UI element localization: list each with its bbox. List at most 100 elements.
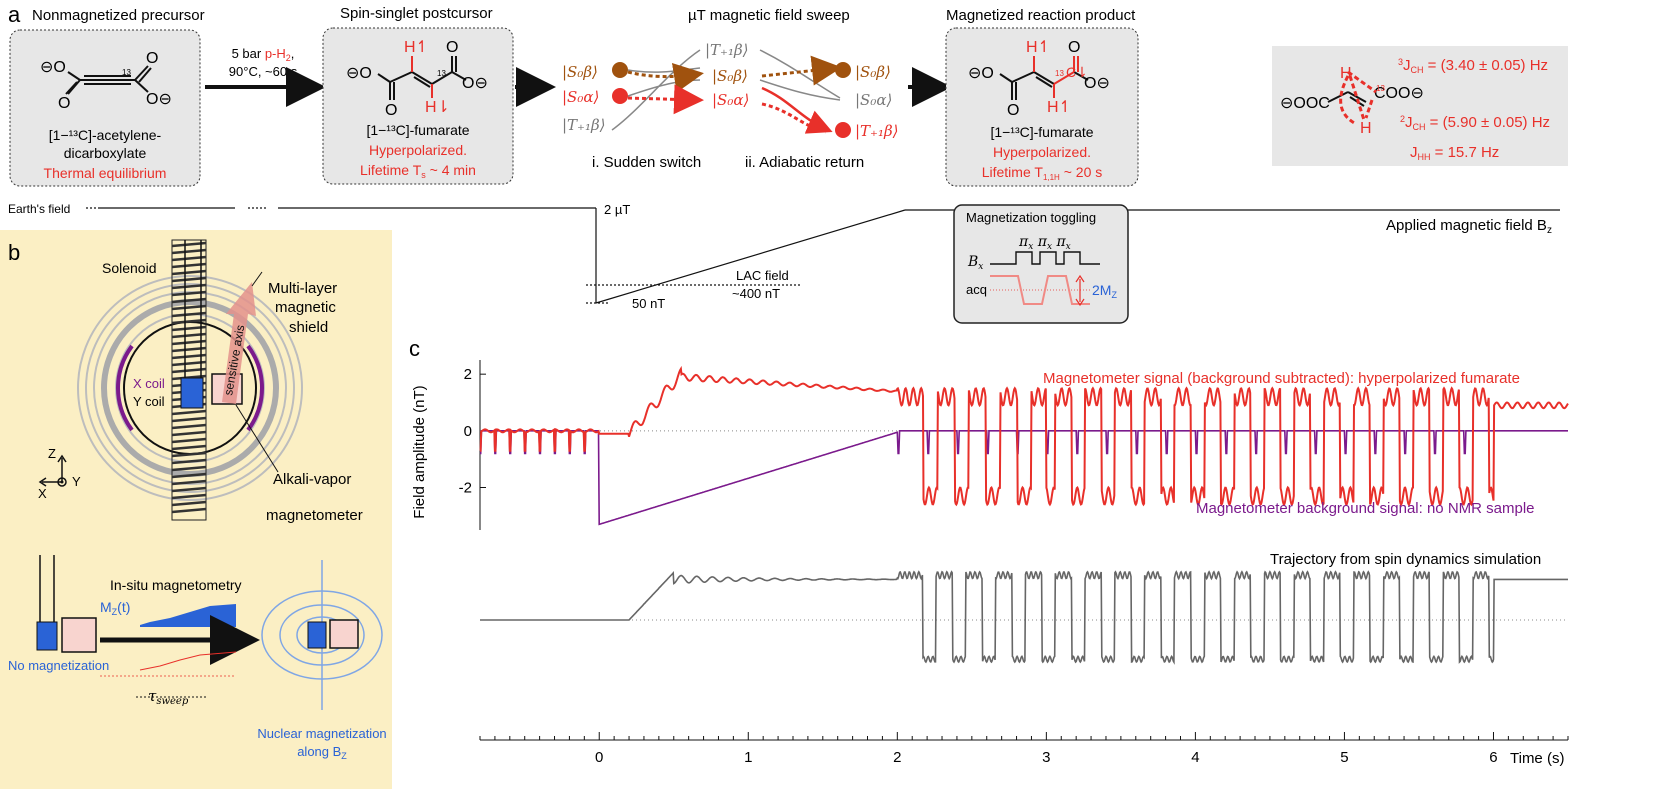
h-up-label: H↿ xyxy=(1026,39,1051,56)
solenoid-winding xyxy=(171,451,207,458)
solenoid-winding xyxy=(171,423,207,430)
y-tick-label: -2 xyxy=(459,480,472,497)
panel-a-label: a xyxy=(8,2,21,27)
step1-name-line2: dicarboxylate xyxy=(64,145,147,161)
sensitive-axis-arrow xyxy=(222,282,256,404)
x-tick-label: 5 xyxy=(1340,749,1348,766)
hydrogen-label: H xyxy=(1340,65,1352,82)
solenoid-winding xyxy=(171,409,207,416)
earth-field-label: Earth's field xyxy=(8,202,70,216)
toggle-box xyxy=(953,204,1129,324)
magnetometer-label-1: Alkali-vapor xyxy=(273,471,351,488)
y-tick-label: 0 xyxy=(464,423,472,440)
series-signal-line xyxy=(479,365,1569,507)
state-t1beta-right: |T₊₁β⟩ xyxy=(855,122,899,140)
step1-title: Nonmagnetized precursor xyxy=(32,7,205,24)
y-axis-dot xyxy=(60,480,64,484)
oxygen-text: O xyxy=(1068,39,1080,56)
panel-c-label: c xyxy=(409,336,420,361)
series-background-line xyxy=(479,430,1568,526)
solenoid-winding xyxy=(171,479,207,486)
fumarate-structure-1 xyxy=(377,56,467,100)
step3-status1: Hyperpolarized. xyxy=(993,144,1091,160)
2mz-arrows xyxy=(1075,274,1085,307)
step1-name-line1: [1−¹³C]-acetylene- xyxy=(49,127,162,143)
sudden-switch-arrow-brown xyxy=(627,62,704,93)
shield-label-3: shield xyxy=(289,319,328,336)
x-coil-label: X coil xyxy=(133,376,165,391)
shield-label-2: magnetic xyxy=(275,299,336,316)
population-dot-red xyxy=(612,88,628,104)
state-t1beta-left: |T₊₁β⟩ xyxy=(562,116,606,134)
adiabatic-arrow-red xyxy=(761,86,833,134)
shield-pointer xyxy=(251,271,263,287)
lac-field-label: LAC field xyxy=(736,268,789,283)
couplings-box xyxy=(1272,46,1568,166)
solenoid-winding xyxy=(171,500,207,507)
oxygen-minus-text: O⊖ xyxy=(462,75,488,92)
fumarate-structure-2 xyxy=(999,71,1089,100)
step2-name: [1−¹³C]-fumarate xyxy=(366,122,469,138)
solenoid-winding xyxy=(171,472,207,479)
x-tick-label: 1 xyxy=(744,749,752,766)
molecule-right: COO⊖ xyxy=(1374,85,1424,102)
x-tick-label: 2 xyxy=(893,749,901,766)
step3-box xyxy=(945,27,1139,187)
acq-label: acq xyxy=(966,282,987,297)
c13-label: 13 xyxy=(122,68,131,77)
magnetometer-cell-before xyxy=(61,617,97,653)
x-coil-arc-right xyxy=(246,344,264,432)
step3-name: [1−¹³C]-fumarate xyxy=(990,124,1093,140)
panel-b-label: b xyxy=(8,240,20,265)
nuclear-mag-label-2: along BZ xyxy=(297,744,347,761)
sample-vial xyxy=(180,377,204,409)
solenoid-winding xyxy=(171,437,207,444)
coupling-jhh: JHH = 15.7 Hz xyxy=(1410,144,1499,162)
y-tick-label: 2 xyxy=(464,366,472,383)
insitu-label: In-situ magnetometry xyxy=(110,577,242,593)
signal-series-label: Magnetometer signal (background subtract… xyxy=(1043,370,1520,387)
step2-title: Spin-singlet postcursor xyxy=(340,5,493,22)
series-simulation-line xyxy=(480,570,1568,665)
x-coil-arc-left xyxy=(116,344,134,432)
x-tick-label: 0 xyxy=(595,749,603,766)
h-up-label: H↿ xyxy=(1047,99,1072,116)
shield-label-1: Multi-layer xyxy=(268,280,337,297)
simulation-series-label: Trajectory from spin dynamics simulation xyxy=(1270,551,1541,568)
background-series-label: Magnetometer background signal: no NMR s… xyxy=(1196,500,1535,517)
oxygen-minus-text: ⊖O xyxy=(40,59,66,76)
magnetometer-pointer xyxy=(235,404,279,473)
sample-vial-before xyxy=(36,621,58,651)
arrow1-conditions-line1: 5 bar p-H2, xyxy=(232,46,295,63)
c13-label: 13 xyxy=(437,69,446,78)
solenoid-winding xyxy=(171,493,207,500)
x-axis-label: Time (s) xyxy=(1510,750,1564,767)
low-field-label: 50 nT xyxy=(632,296,665,311)
tau-sweep-label: τsweep xyxy=(148,687,189,707)
adiabatic-arrow-red-dashed xyxy=(761,102,827,134)
magnetometer-cell-after xyxy=(329,619,359,649)
h-up-label: H↿ xyxy=(404,39,429,56)
magnetometer-trace-small xyxy=(139,651,237,671)
oxygen-minus-text: O⊖ xyxy=(1084,75,1110,92)
hydrogen-bonds-red xyxy=(411,56,433,98)
oxygen-text: O xyxy=(385,102,397,119)
coupling-2jch: 2JCH = (5.90 ± 0.05) Hz xyxy=(1400,114,1550,132)
axis-x-label: X xyxy=(38,486,47,501)
step2-status2: Lifetime Ts ~ 4 min xyxy=(360,162,476,180)
state-s0beta-left: |S₀β⟩ xyxy=(562,63,598,81)
state-s0beta-mid: |S₀β⟩ xyxy=(712,67,748,85)
population-dot-red xyxy=(835,122,851,138)
solenoid-label: Solenoid xyxy=(102,260,157,276)
molecule-left: ⊖OOC xyxy=(1280,95,1330,112)
x-tick-label: 3 xyxy=(1042,749,1050,766)
toggle-title: Magnetization toggling xyxy=(966,210,1096,225)
oxygen-minus-text: ⊖O xyxy=(346,65,372,82)
x-tick-label: 6 xyxy=(1489,749,1497,766)
sweep-title: µT magnetic field sweep xyxy=(688,7,850,24)
step2-box xyxy=(322,27,514,185)
population-dot-brown xyxy=(612,62,628,78)
pulse-labels: πx πx πx xyxy=(1018,234,1071,252)
